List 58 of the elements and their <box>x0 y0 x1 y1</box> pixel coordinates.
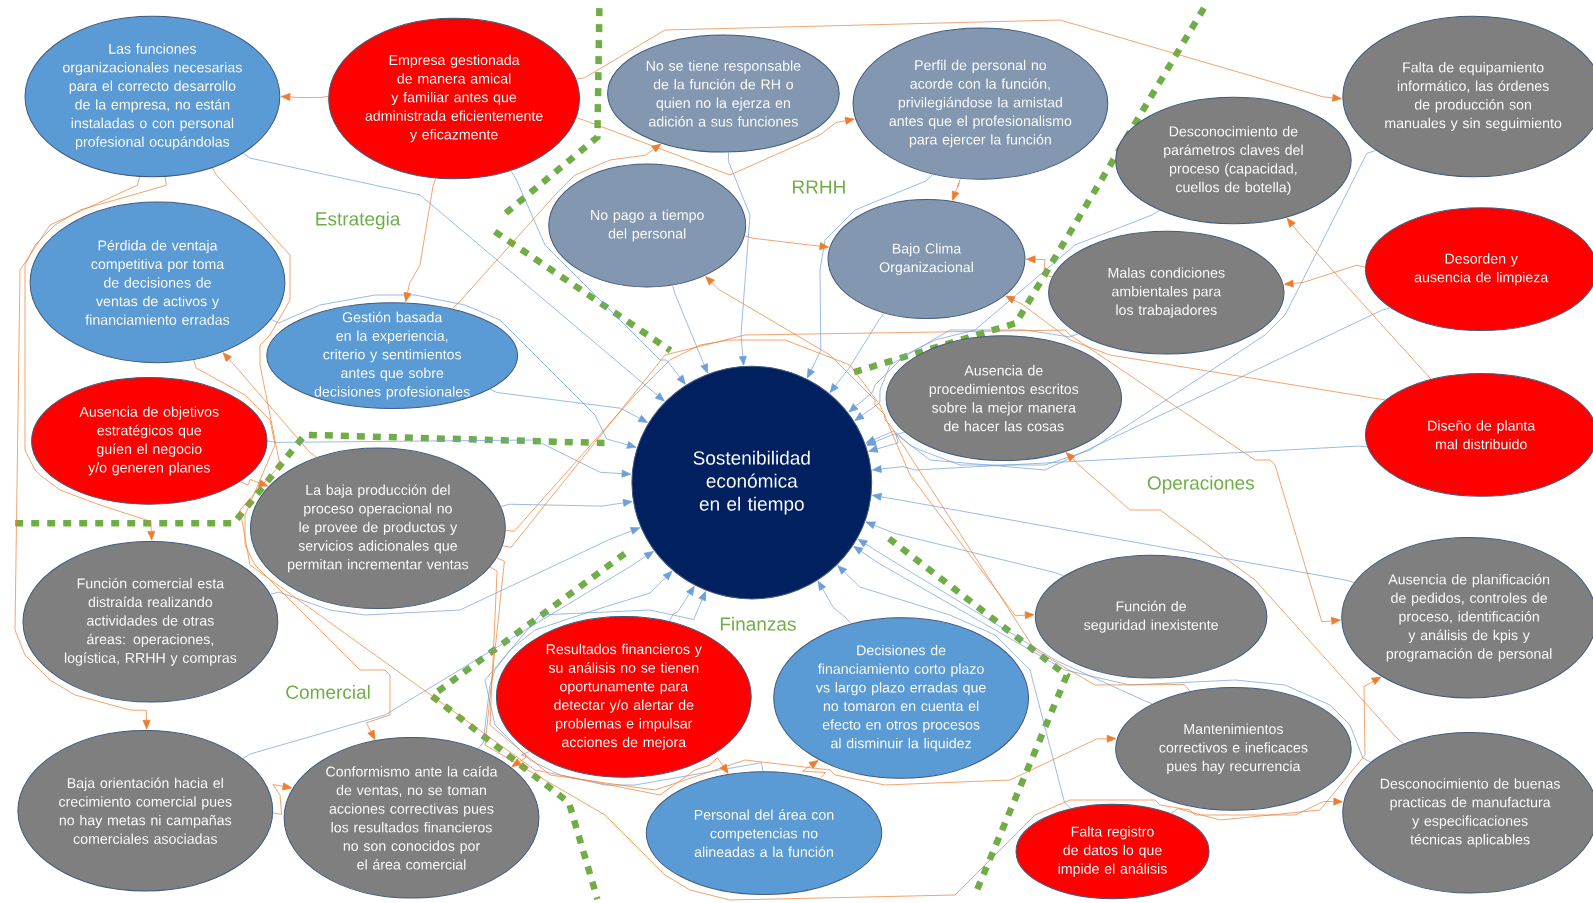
arrow <box>193 359 391 740</box>
arrow <box>240 479 269 487</box>
arrow <box>744 235 829 251</box>
arrow <box>270 527 641 616</box>
area-label: Operaciones <box>1147 475 1254 494</box>
arrow <box>24 176 167 541</box>
arrow <box>865 521 1064 577</box>
arrow <box>868 432 905 453</box>
arrow <box>1170 676 1382 821</box>
arrow <box>865 150 1377 466</box>
arrow <box>872 492 1355 583</box>
arrow <box>211 167 729 796</box>
arrow <box>403 178 436 302</box>
arrow <box>505 339 1035 620</box>
arrow <box>280 93 329 101</box>
arrow <box>672 284 708 374</box>
area-label: Comercial <box>286 684 370 699</box>
arrow <box>807 173 934 379</box>
area-label: Estrategia <box>316 211 401 230</box>
arrow <box>510 170 686 385</box>
arrow <box>1005 295 1386 401</box>
arrow <box>502 329 1341 625</box>
arrow <box>489 566 1117 791</box>
arrow <box>951 178 961 201</box>
arrow <box>1286 217 1432 380</box>
arrow <box>242 551 654 760</box>
arrow <box>668 585 695 622</box>
arrow <box>829 312 885 393</box>
area-label: RRHH <box>793 180 845 194</box>
arrow <box>872 445 1368 473</box>
arrow <box>222 352 317 458</box>
arrow <box>727 152 751 366</box>
arrow <box>817 580 852 625</box>
arrow <box>14 176 151 730</box>
arrow <box>705 276 1191 692</box>
arrow <box>1065 452 1404 745</box>
arrow <box>854 329 1079 421</box>
arrow <box>1026 255 1053 277</box>
arrow <box>270 294 637 449</box>
arrow <box>484 591 764 786</box>
arrow <box>848 209 1160 413</box>
arrow <box>1284 264 1366 288</box>
arrow <box>267 439 632 478</box>
arrow <box>576 19 1342 102</box>
arrow <box>489 388 648 423</box>
arrow <box>857 538 1153 705</box>
arrow <box>837 565 1072 809</box>
arrow <box>853 546 1371 763</box>
arrow <box>511 751 530 767</box>
arrow <box>802 760 826 780</box>
arrow <box>243 153 665 402</box>
arrow <box>451 143 662 310</box>
arrow <box>477 570 673 750</box>
arrow <box>866 307 1391 471</box>
arrow <box>500 498 633 507</box>
arrow <box>272 782 292 815</box>
arrow <box>576 116 855 176</box>
arrow <box>484 557 1343 901</box>
